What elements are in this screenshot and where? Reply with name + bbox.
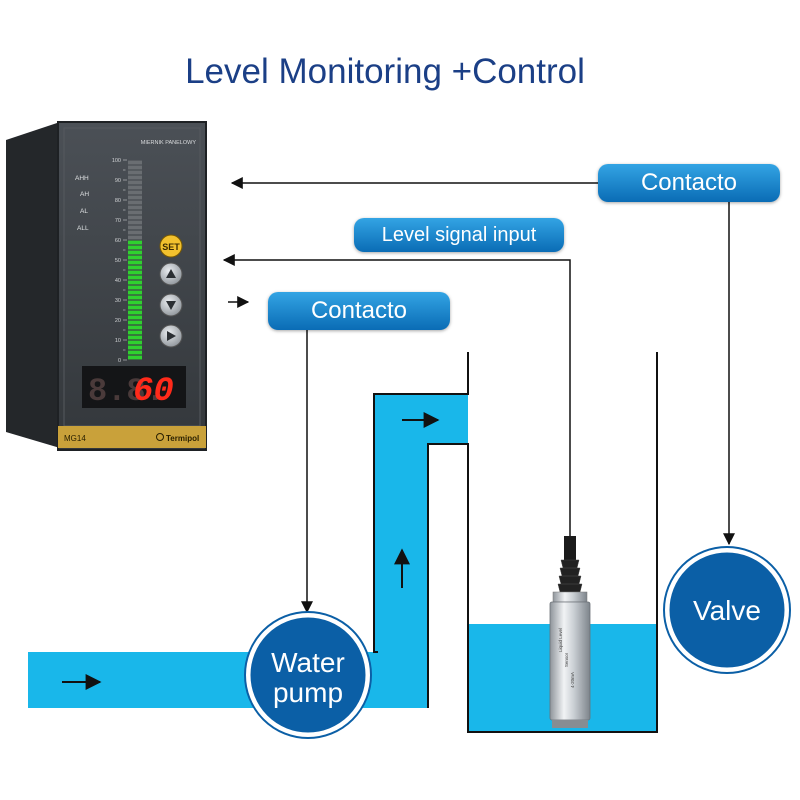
sensor-label-2: Sensor — [564, 652, 569, 667]
bar-segment — [128, 330, 142, 335]
bar-segment — [128, 205, 142, 210]
meter-brand-header: MIERNIK PANELOWY — [141, 140, 197, 146]
bar-segment — [128, 295, 142, 300]
scale-tick-20: 20 — [115, 318, 121, 324]
scale-tick-70: 70 — [115, 218, 121, 224]
bar-segment — [128, 320, 142, 325]
bar-segment — [128, 210, 142, 215]
bar-segment — [128, 215, 142, 220]
bar-segment — [128, 160, 142, 165]
sensor-cable — [564, 536, 576, 560]
bar-segment — [128, 345, 142, 350]
sensor-label-3: 4-20mA — [570, 672, 575, 688]
scale-tick-100: 100 — [112, 158, 121, 164]
bar-segment — [128, 245, 142, 250]
contact-top-label: Contacto — [598, 164, 780, 202]
bar-segment — [128, 285, 142, 290]
water-pump-label-2: pump — [273, 677, 343, 708]
bar-segment — [128, 170, 142, 175]
bar-segment — [128, 240, 142, 245]
scale-tick-90: 90 — [115, 178, 121, 184]
bar-segment — [128, 275, 142, 280]
bar-segment — [128, 335, 142, 340]
digital-display: 8.8. 60 — [82, 366, 186, 411]
bar-segment — [128, 235, 142, 240]
bar-segment — [128, 350, 142, 355]
sensor-tip — [552, 720, 588, 728]
bar-segment — [128, 190, 142, 195]
scale-tick-60: 60 — [115, 238, 121, 244]
bar-segment — [128, 185, 142, 190]
level-signal-line — [222, 254, 571, 538]
bar-segment — [128, 300, 142, 305]
set-button-label: SET — [162, 242, 180, 252]
bar-segment — [128, 290, 142, 295]
level-signal-label: Level signal input — [354, 218, 564, 252]
up-arrow-icon — [166, 269, 176, 278]
sensor-label-1: Liquid Level — [558, 628, 563, 652]
pipe-outline-outer — [373, 352, 469, 653]
sensor-body — [549, 601, 591, 721]
valve-label: Valve — [693, 595, 761, 626]
scale-tick-50: 50 — [115, 258, 121, 264]
alarm-label-all: ALL — [77, 225, 89, 232]
level-sensor: Liquid Level Sensor 4-20mA — [549, 536, 591, 728]
alarm-label-al: AL — [80, 208, 88, 215]
scale-tick-10: 10 — [115, 338, 121, 344]
sensor-strain-relief — [557, 559, 583, 593]
bar-segment — [128, 270, 142, 275]
bar-segment — [128, 260, 142, 265]
bar-segment — [128, 325, 142, 330]
right-arrow-icon — [167, 331, 176, 341]
bar-segment — [128, 175, 142, 180]
scale-tick-40: 40 — [115, 278, 121, 284]
bar-segment — [128, 220, 142, 225]
bar-segment — [128, 200, 142, 205]
scale-labels: 100 90 80 70 60 50 40 30 20 10 0 — [112, 158, 121, 364]
pipe-outline-inner — [427, 352, 658, 733]
meter-buttons: SET — [159, 234, 183, 348]
meter-manufacturer: Termipol — [166, 434, 199, 443]
display-dim-digits: 8.8. — [88, 373, 165, 410]
bar-segment — [128, 195, 142, 200]
meter-bottom-strip — [58, 426, 206, 448]
meter-side — [6, 122, 60, 448]
alarm-label-ah: AH — [80, 191, 89, 198]
bar-segment — [128, 225, 142, 230]
panel-meter: MIERNIK PANELOWY AHH AH AL ALL 100 90 80… — [6, 121, 207, 451]
water-pump: Water pump — [244, 611, 372, 739]
sensor-collar — [552, 591, 588, 603]
signal-lines — [222, 177, 735, 614]
manufacturer-logo-icon — [156, 433, 164, 441]
bar-segment — [128, 165, 142, 170]
contact-left-label: Contacto — [268, 292, 450, 330]
display-value: 60 — [133, 373, 174, 411]
water-pump-label-1: Water — [271, 647, 345, 678]
bar-segment — [128, 315, 142, 320]
bar-segment — [128, 305, 142, 310]
alarm-labels: AHH AH AL ALL — [75, 175, 89, 232]
alarm-label-ahh: AHH — [75, 175, 89, 182]
bar-segment — [128, 310, 142, 315]
set-button[interactable] — [159, 234, 183, 258]
page-title: Level Monitoring +Control — [185, 52, 585, 91]
level-bar-graph — [123, 159, 142, 361]
bar-segment — [128, 255, 142, 260]
bar-segment — [128, 355, 142, 360]
bar-segment — [128, 280, 142, 285]
display-window — [82, 366, 186, 408]
scale-tick-30: 30 — [115, 298, 121, 304]
bar-segment — [128, 180, 142, 185]
meter-model: MG14 — [64, 434, 86, 443]
scale-tick-80: 80 — [115, 198, 121, 204]
bar-segment — [128, 250, 142, 255]
bar-segment — [128, 265, 142, 270]
valve: Valve — [663, 546, 791, 674]
down-arrow-icon — [166, 301, 176, 310]
scale-tick-0: 0 — [118, 358, 121, 364]
bar-segment — [128, 230, 142, 235]
bar-segment — [128, 340, 142, 345]
